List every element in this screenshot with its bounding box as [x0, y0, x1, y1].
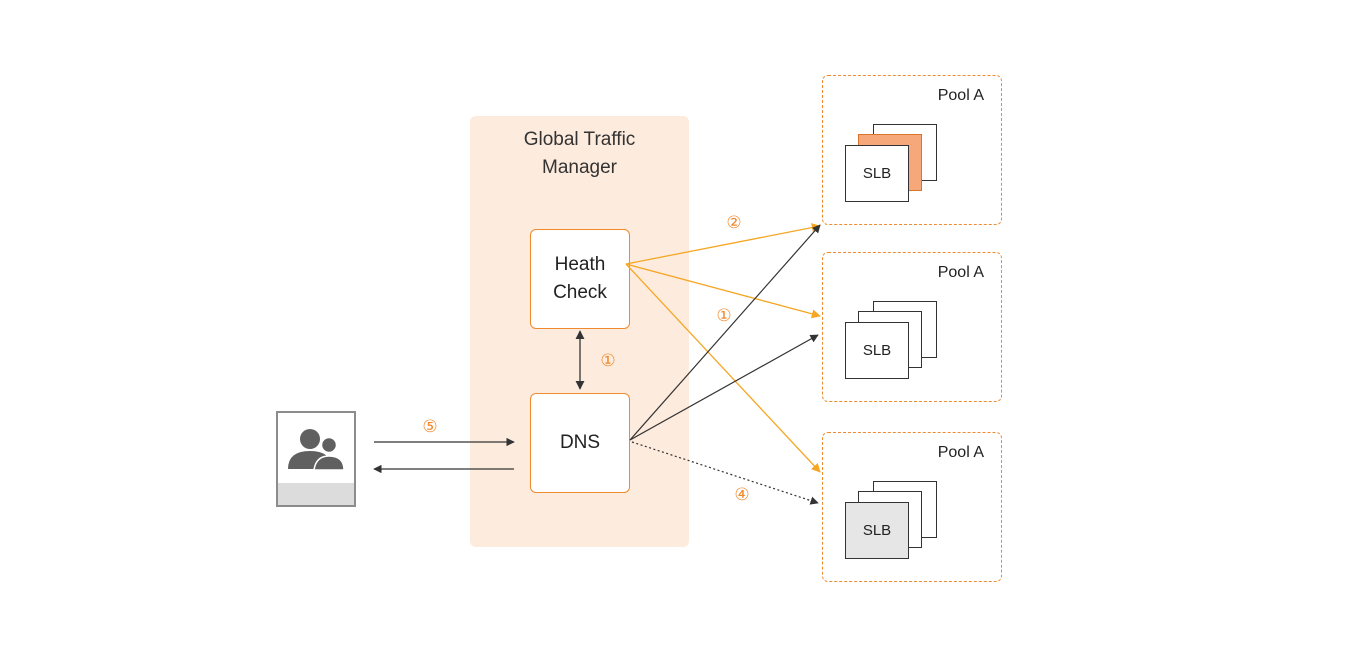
dns-label: DNS — [559, 432, 601, 453]
health-check-line1: Heath — [554, 254, 606, 275]
gtm-title-line2: Manager — [542, 157, 617, 178]
client-box[interactable] — [276, 411, 356, 507]
pool-label-3: Pool A — [937, 444, 984, 461]
user-group-icon — [288, 429, 345, 471]
hc-pool2-arrow — [625, 263, 821, 319]
slb-card-front[interactable]: SLB — [845, 322, 909, 379]
step-marker-hc-pool1: ② — [726, 213, 741, 233]
pool-box-2[interactable]: Pool A SLB — [822, 252, 1002, 402]
step-marker-client-dns: ⑤ — [422, 417, 437, 437]
hc-pool1-arrow — [625, 223, 821, 265]
pool-label-2: Pool A — [937, 264, 984, 281]
slb-label-2: SLB — [862, 342, 892, 359]
pool-label-1: Pool A — [937, 87, 984, 104]
pool-box-3[interactable]: Pool A SLB — [822, 432, 1002, 582]
slb-label-3: SLB — [862, 522, 892, 539]
step-marker-hc-pool2: ① — [716, 306, 731, 326]
slb-label-1: SLB — [862, 165, 892, 182]
dns-pool2-arrow — [629, 334, 819, 441]
step-marker-dns-pool3: ④ — [734, 485, 749, 505]
step-marker-hc-dns: ① — [600, 351, 615, 371]
client-footer-bar — [278, 483, 354, 505]
health-check-line2: Check — [553, 282, 607, 303]
hc-pool3-arrow — [625, 263, 821, 473]
health-check-node[interactable]: Heath Check — [530, 229, 630, 329]
slb-card-front[interactable]: SLB — [845, 145, 909, 202]
dns-pool3-arrow — [631, 441, 819, 505]
slb-card-front-disabled[interactable]: SLB — [845, 502, 909, 559]
pool-box-1[interactable]: Pool A SLB — [822, 75, 1002, 225]
dns-pool1-arrow — [629, 224, 821, 441]
dns-node[interactable]: DNS — [530, 393, 630, 493]
gtm-title: Global Traffic Manager — [470, 126, 689, 182]
gtm-title-line1: Global Traffic — [523, 129, 636, 150]
